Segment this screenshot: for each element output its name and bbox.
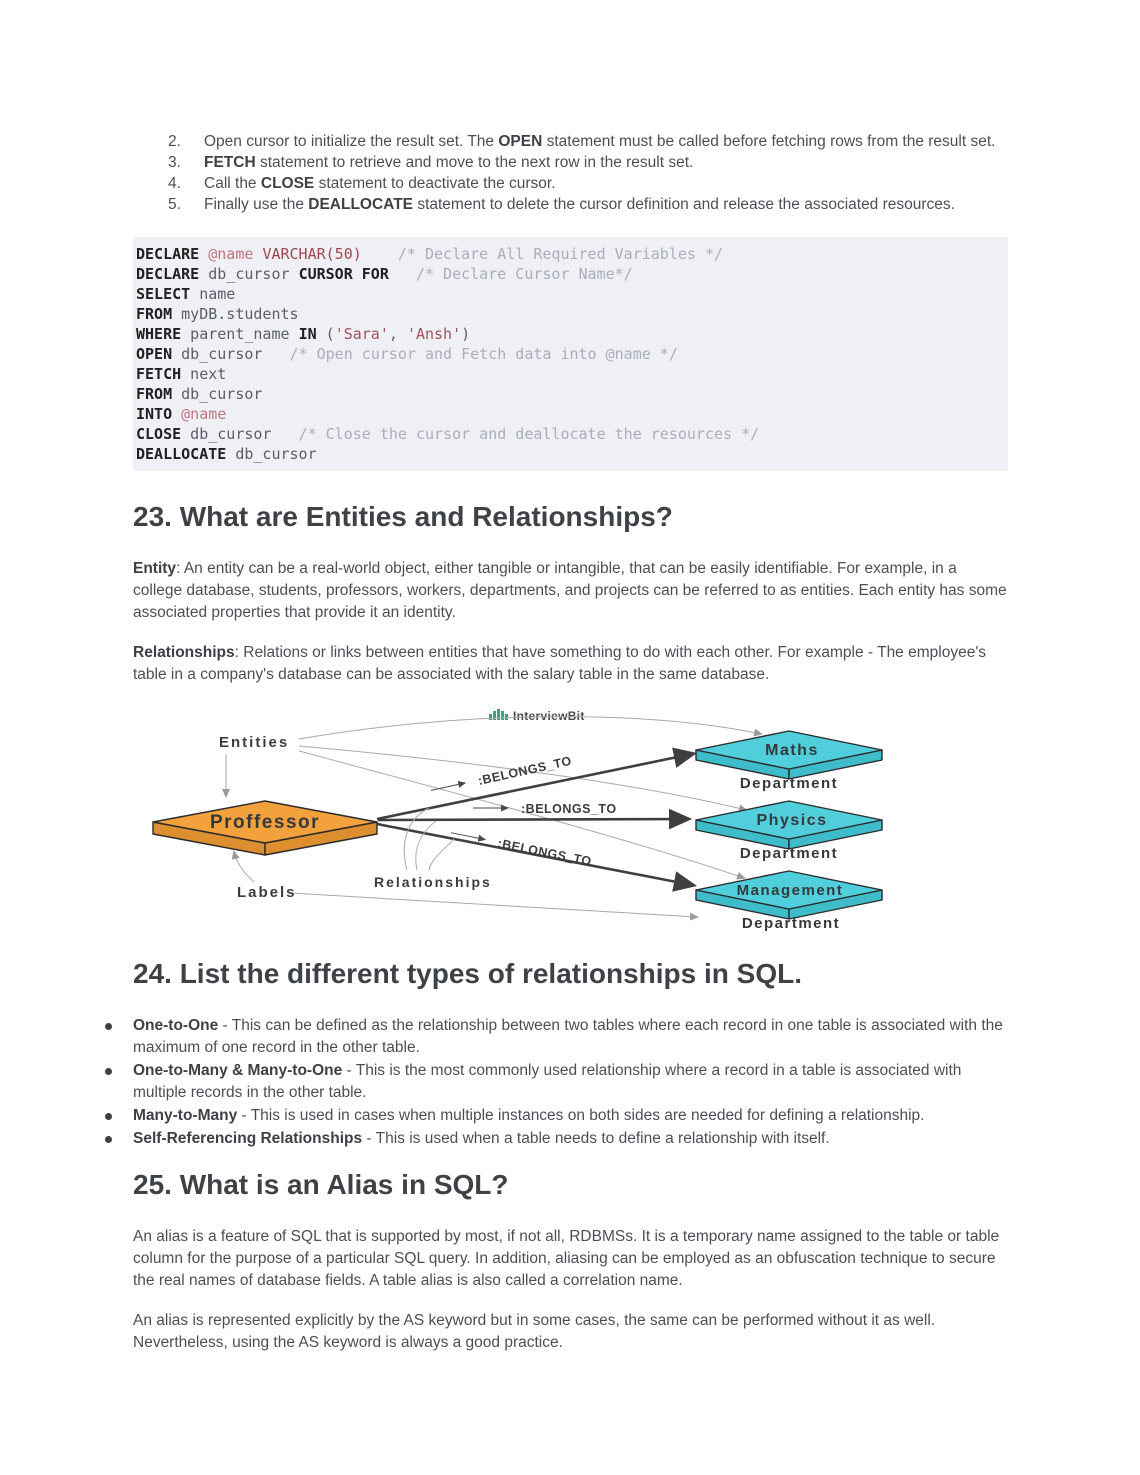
physics-department-label: Department [740,845,838,862]
code-line: CLOSE db_cursor /* Close the cursor and … [136,425,760,443]
code-line: FROM db_cursor [136,385,263,403]
step-text: Finally use the DEALLOCATE statement to … [204,196,955,213]
cursor-step: 2. Open cursor to initialize the result … [133,131,1008,152]
cursor-step: 3. FETCH statement to retrieve and move … [133,152,1008,173]
sql-code-block: DECLARE @name VARCHAR(50) /* Declare All… [133,237,1008,471]
physics-label: Physics [757,812,828,829]
step-text: Call the CLOSE statement to deactivate t… [204,175,556,192]
belongs-to-arrow-maths [376,747,698,821]
entities-to-physics-line [298,745,748,813]
relationship-types-list: One-to-One - This can be defined as the … [105,1015,1008,1150]
step-number: 3. [168,154,181,171]
code-line: FETCH next [136,365,227,383]
code-line: OPEN db_cursor /* Open cursor and Fetch … [136,345,678,363]
belongs-to-label-middle: :BELONGS_TO [473,802,617,816]
list-item: One-to-Many & Many-to-One - This is the … [105,1060,1008,1104]
management-department-label: Department [742,915,840,932]
logo-text: InterviewBit [513,709,585,723]
step-text: FETCH statement to retrieve and move to … [204,154,694,171]
alias-paragraph-1: An alias is a feature of SQL that is sup… [133,1228,1000,1289]
relationships-line-1 [403,807,430,871]
step-number: 2. [168,133,181,150]
question-25-heading: 25. What is an Alias in SQL? [133,1169,509,1200]
code-line: SELECT name [136,285,236,303]
er-diagram: InterviewBit :BELONGS_TO :BELONGS_TO [149,706,894,941]
relationships-line-3 [428,838,455,871]
svg-text::BELONGS_TO: :BELONGS_TO [496,836,592,868]
entities-to-maths-line [298,716,763,740]
professor-node: Proffessor [152,800,378,856]
step-number: 4. [168,175,181,192]
entity-paragraph: Entity: An entity can be a real-world ob… [133,560,1007,621]
code-line: DEALLOCATE db_cursor [136,445,317,463]
labels-to-department-line [290,892,699,921]
code-line: INTO @name [136,405,227,423]
management-node: Management Department [695,870,883,932]
question-24-heading: 24. List the different types of relation… [133,958,802,989]
interviewbit-logo: InterviewBit [489,709,585,723]
maths-label: Maths [765,742,819,759]
step-text: Open cursor to initialize the result set… [204,133,996,150]
step-number: 5. [168,196,181,213]
belongs-to-label-bottom: :BELONGS_TO [450,832,593,869]
belongs-to-arrow-physics [377,808,693,830]
entities-label: Entities [219,734,289,751]
relationships-line-2 [415,820,437,871]
labels-to-professor-arrow [231,850,255,883]
belongs-to-arrow-management [376,822,698,892]
code-line: DECLARE @name VARCHAR(50) /* Declare All… [136,245,724,263]
relationships-paragraph: Relationships: Relations or links betwee… [133,644,987,683]
svg-text::BELONGS_TO: :BELONGS_TO [521,802,617,816]
maths-node: Maths Department [695,730,883,792]
relationships-label: Relationships [374,874,492,890]
cursor-steps-list: 2. Open cursor to initialize the result … [133,131,1008,215]
code-line: DECLARE db_cursor CURSOR FOR /* Declare … [136,265,633,283]
maths-department-label: Department [740,775,838,792]
code-line: FROM myDB.students [136,305,299,323]
management-label: Management [737,882,844,899]
list-item: One-to-One - This can be defined as the … [105,1015,1008,1059]
list-item: Many-to-Many - This is used in cases whe… [105,1105,1008,1127]
cursor-step: 4. Call the CLOSE statement to deactivat… [133,173,1008,194]
professor-label: Proffessor [210,812,320,833]
physics-node: Physics Department [695,800,883,862]
code-line: WHERE parent_name IN ('Sara', 'Ansh') [136,325,471,343]
cursor-step: 5. Finally use the DEALLOCATE statement … [133,194,1008,215]
labels-label: Labels [237,884,297,901]
question-23-heading: 23. What are Entities and Relationships? [133,501,673,532]
list-item: Self-Referencing Relationships - This is… [105,1128,1008,1150]
alias-paragraph-2: An alias is represented explicitly by th… [133,1312,936,1351]
